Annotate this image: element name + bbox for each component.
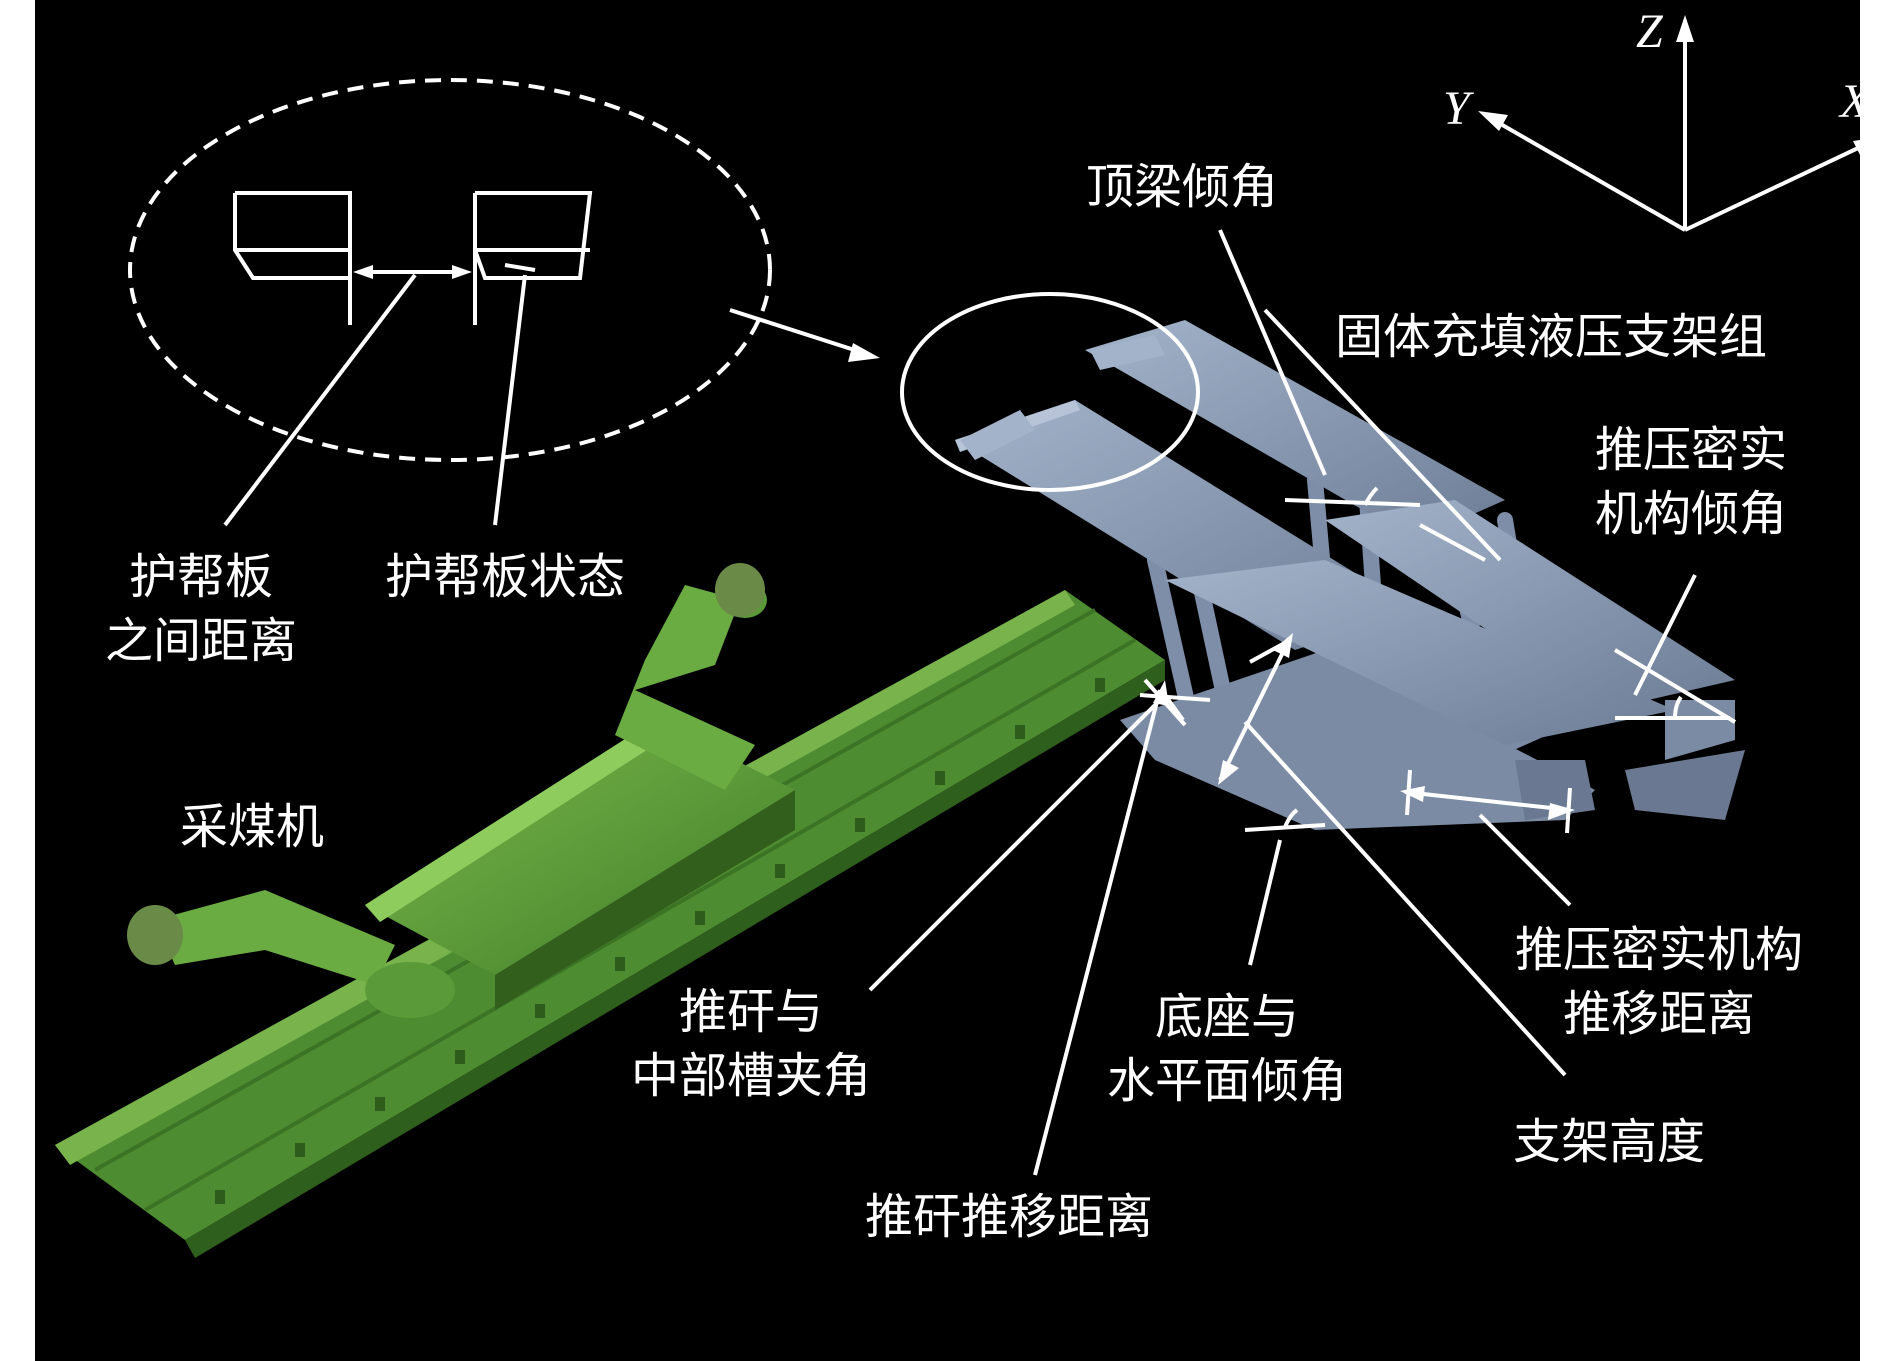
guard-state-label: 护帮板状态 (385, 549, 626, 605)
scene-drawing (55, 15, 1860, 1258)
annotation-graphics (128, 15, 1860, 1176)
compactor-distance-label: 推压密实机构 推移距离 (1515, 922, 1804, 1042)
guard-board-right (473, 191, 593, 280)
x-axis-label: X (1840, 78, 1860, 126)
roof-angle-label: 顶梁倾角 (1086, 159, 1279, 215)
guard-board-left (233, 191, 352, 280)
shearer-body (127, 563, 795, 1018)
z-arrowhead (1676, 15, 1694, 42)
y-axis-label: Y (1443, 82, 1470, 135)
z-axis-label: Z (1636, 5, 1663, 58)
x-arrowhead (1853, 139, 1860, 155)
detail-solid-circle (900, 292, 1200, 492)
y-axis-arrow (1484, 113, 1686, 232)
y-arrowhead (1478, 111, 1508, 131)
x-axis-arrow (1684, 144, 1860, 232)
shearer-label: 采煤机 (180, 799, 325, 855)
guard-state-leader (493, 274, 527, 526)
hydraulic-support-group (955, 320, 1745, 830)
support-height-label: 支架高度 (1513, 1114, 1706, 1170)
rod-distance-label: 推矸推移距离 (865, 1189, 1154, 1245)
rod-angle-label: 推矸与 中部槽夹角 (631, 984, 872, 1104)
detail-pointer (729, 308, 871, 357)
figure-canvas: Z Y X 顶梁倾角 固体充填液压支架组 推压密实 机构倾角 护帮板 之间距离 … (35, 0, 1860, 1361)
compactor-angle-label: 推压密实 机构倾角 (1595, 422, 1788, 542)
guard-distance-leader (223, 273, 417, 527)
detail-dashed-circle (128, 78, 772, 462)
base-angle-label: 底座与 水平面倾角 (1107, 989, 1348, 1109)
support-group-label: 固体充填液压支架组 (1335, 309, 1768, 365)
guard-distance-label: 护帮板 之间距离 (105, 549, 298, 669)
